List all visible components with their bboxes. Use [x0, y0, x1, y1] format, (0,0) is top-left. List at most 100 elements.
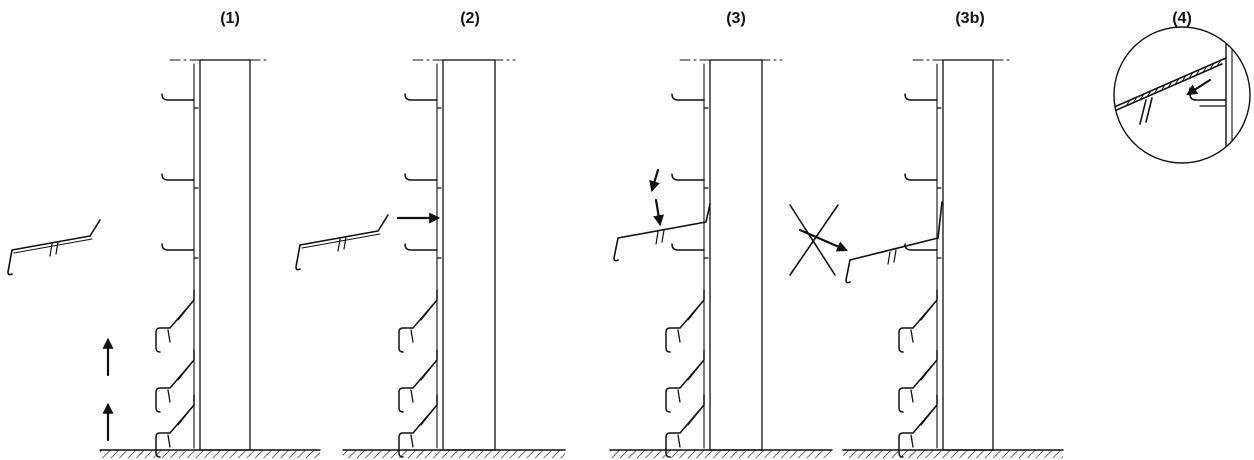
louvre-blade: [665, 349, 705, 413]
blade-drip: [910, 389, 914, 403]
loose-blade-inner-edge: [13, 238, 93, 254]
loose-blade-panel-2: [295, 214, 389, 271]
wall: [442, 59, 496, 451]
bracket-hook: [404, 173, 438, 181]
bracket-hook: [161, 173, 195, 181]
wall: [942, 59, 994, 451]
louvre-blade: [398, 289, 438, 353]
detail-hatch: [1174, 78, 1180, 85]
blade-inner-edge: [177, 404, 195, 426]
detail-circle: [1113, 26, 1251, 164]
bracket-hook: [161, 243, 195, 251]
detail-blade-bottom: [1114, 63, 1223, 113]
blade-drip: [410, 434, 414, 448]
detail-hatch: [1167, 81, 1173, 89]
panel-1-label: (1): [220, 10, 240, 27]
louvre-blade: [155, 394, 195, 458]
loose-blade-body: [295, 214, 389, 271]
loose-blade-panel-1: [7, 219, 101, 276]
ground-hatch: [100, 450, 320, 458]
blade-inner-edge: [420, 299, 438, 321]
blade-drip: [167, 389, 171, 403]
bracket-hook: [404, 243, 438, 251]
panel-2-label: (2): [460, 10, 480, 27]
blade-drip: [167, 329, 171, 343]
cross-mark-a: [789, 204, 836, 276]
bracket-hook: [161, 93, 195, 101]
down-arrow-lower: [653, 198, 664, 227]
louvre-blade: [898, 349, 938, 413]
louvre-blade: [398, 349, 438, 413]
blade-drip: [677, 434, 681, 448]
detail-hatch: [1216, 59, 1222, 67]
blade-drip: [167, 434, 171, 448]
blade-inner-edge: [177, 299, 195, 321]
louvre-blade: [398, 394, 438, 458]
blade-clip: [887, 249, 897, 265]
blade-drip: [677, 389, 681, 403]
detail-hatch: [1160, 84, 1166, 92]
detail-arrow: [1186, 78, 1212, 96]
ground-hatch: [843, 450, 1063, 458]
panel-3b-label: (3b): [955, 10, 985, 27]
blade-inner-edge: [687, 359, 705, 381]
bracket-hook: [904, 173, 938, 181]
down-arrow-upper: [649, 168, 660, 193]
detail-hatch: [1139, 93, 1145, 101]
detail-hatch: [1181, 74, 1187, 82]
panel-3b-drawing: [789, 59, 1064, 458]
loose-blade-body: [7, 219, 101, 276]
loose-blade-panel-3: [613, 203, 711, 262]
loose-blade-clip: [49, 241, 59, 257]
loose-blade-inner-edge: [301, 233, 381, 249]
panel-3-label: (3): [726, 10, 746, 27]
cross-mark-b: [789, 204, 839, 276]
louvre-blade: [898, 289, 938, 353]
blade-drip: [410, 329, 414, 343]
ground-hatch: [343, 450, 565, 458]
panel-4-label: (4): [1172, 10, 1192, 27]
blade-body: [613, 203, 711, 262]
wrong-direction-arrow: [798, 228, 849, 252]
detail-hatch: [1146, 90, 1152, 98]
panel-2-drawing: [295, 59, 566, 458]
wall: [709, 59, 763, 451]
bracket-hook: [404, 93, 438, 101]
bracket-hook: [671, 243, 705, 251]
ground-hatch: [610, 450, 832, 458]
blade-drip: [910, 434, 914, 448]
bracket-hook: [904, 93, 938, 101]
blade-inner-edge: [920, 359, 938, 381]
panel-3-drawing: [609, 59, 833, 458]
blade-inner-edge: [420, 359, 438, 381]
loose-blade-clip: [337, 236, 347, 252]
detail-clip: [1139, 97, 1153, 125]
blade-clip: [655, 229, 665, 245]
detail-hatch: [1188, 71, 1194, 79]
blade-inner-edge: [177, 359, 195, 381]
detail-hatch: [1132, 96, 1138, 104]
loose-blade-panel-3b: [845, 201, 943, 284]
detail-hatch: [1202, 65, 1208, 73]
louvre-blade: [155, 349, 195, 413]
blade-inner-edge: [920, 299, 938, 321]
bracket-hook: [671, 93, 705, 101]
louvre-blade: [665, 289, 705, 353]
blade-drip: [677, 329, 681, 343]
blade-inner-edge: [920, 404, 938, 426]
detail-hatch: [1125, 99, 1131, 107]
louvre-blade: [898, 394, 938, 458]
blade-inner-edge: [420, 404, 438, 426]
wall: [199, 59, 251, 451]
blade-drip: [410, 389, 414, 403]
louvre-blade: [155, 289, 195, 353]
blade-drip: [910, 329, 914, 343]
blade-body: [845, 201, 943, 284]
louvre-blade: [665, 394, 705, 458]
detail-hatch: [1195, 68, 1201, 76]
panel-1-drawing: [7, 59, 321, 458]
bracket-hook: [904, 243, 938, 251]
bracket-hook: [671, 173, 705, 181]
